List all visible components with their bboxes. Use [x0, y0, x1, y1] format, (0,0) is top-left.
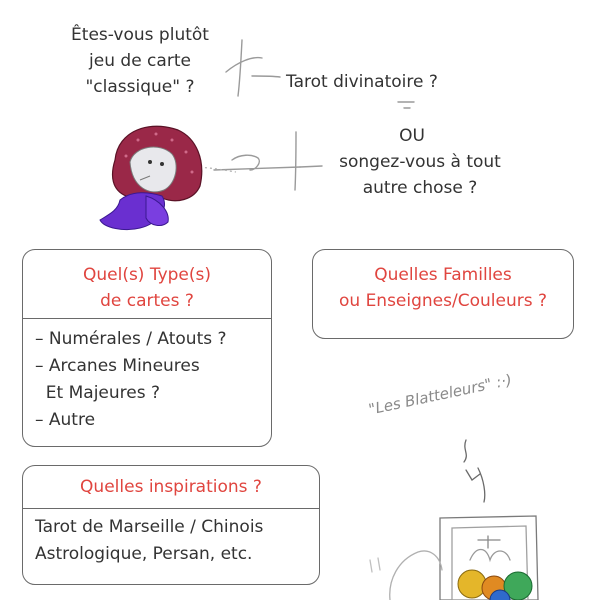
list-item: Astrologique, Persan, etc. [35, 544, 253, 564]
or-label: OU [399, 126, 425, 146]
tarot-option: Tarot divinatoire ? [286, 72, 438, 92]
card-families-title-line: ou Enseignes/Couleurs ? [338, 291, 548, 311]
other-option-line: autre chose ? [362, 178, 478, 198]
main-question: Êtes-vous plutôt jeu de carte "classique… [40, 22, 240, 100]
or-divider [397, 101, 415, 109]
box-divider [23, 318, 271, 319]
card-types-list: – Numérales / Atouts ? – Arcanes Mineure… [35, 326, 227, 434]
list-item: – Autre [35, 410, 96, 430]
inspirations-box: Quelles inspirations ? Tarot de Marseill… [22, 465, 320, 585]
card-types-title-line: Quel(s) Type(s) [82, 265, 212, 285]
inspirations-list: Tarot de Marseille / Chinois Astrologiqu… [35, 514, 263, 568]
blatteleurs-card-icon [369, 439, 539, 600]
other-option: songez-vous à tout autre chose ? [320, 149, 520, 201]
card-families-box: Quelles Familles ou Enseignes/Couleurs ? [312, 249, 574, 339]
card-types-title: Quel(s) Type(s) de cartes ? [23, 262, 271, 314]
inspirations-title: Quelles inspirations ? [80, 477, 262, 497]
question-line: Êtes-vous plutôt [71, 25, 209, 45]
box-divider [23, 508, 319, 509]
list-item: – Numérales / Atouts ? [35, 329, 227, 349]
list-item: Et Majeures ? [35, 383, 161, 403]
question-line: jeu de carte [89, 51, 191, 71]
card-families-title-line: Quelles Familles [374, 265, 512, 285]
list-item: – Arcanes Mineures [35, 356, 200, 376]
colored-orbs-icon [457, 569, 533, 600]
branch-connector-bottom [213, 131, 323, 191]
list-item: Tarot de Marseille / Chinois [35, 517, 264, 537]
hooded-character-icon [99, 125, 203, 231]
card-families-title: Quelles Familles ou Enseignes/Couleurs ? [313, 262, 573, 314]
question-line: "classique" ? [85, 77, 195, 97]
branch-connector-top [225, 39, 281, 97]
other-option-line: songez-vous à tout [339, 152, 501, 172]
card-types-box: Quel(s) Type(s) de cartes ? – Numérales … [22, 249, 272, 447]
card-types-title-line: de cartes ? [100, 291, 194, 311]
